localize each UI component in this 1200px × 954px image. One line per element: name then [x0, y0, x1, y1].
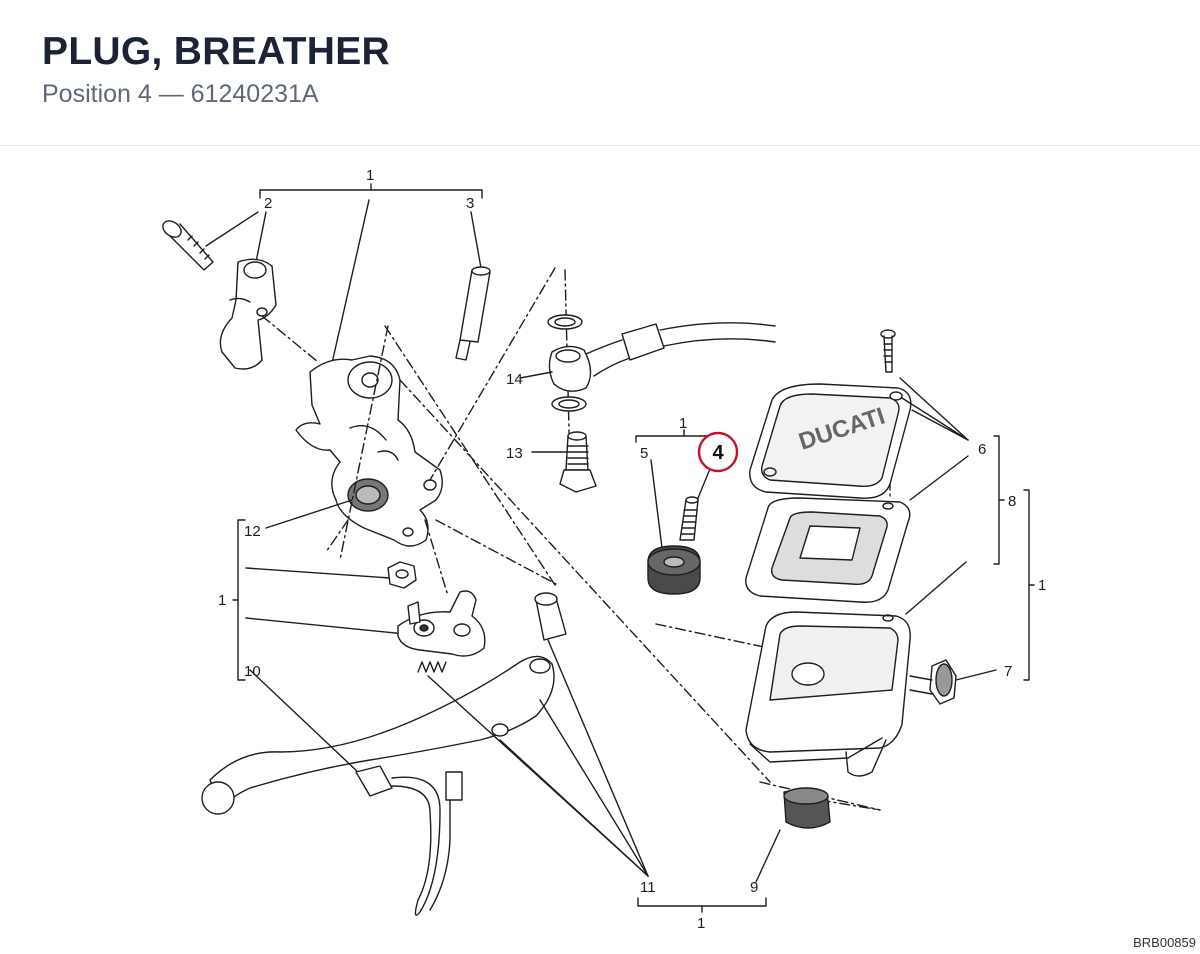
callout-1-top: 1 — [366, 167, 374, 184]
bracket-group-8 — [993, 435, 1005, 565]
page-header: PLUG, BREATHER Position 4 — 61240231A — [0, 0, 1200, 146]
part-brake-hose[interactable] — [585, 322, 776, 377]
part-reservoir-cover-6[interactable]: DUCATI — [749, 383, 912, 499]
callout-10: 10 — [244, 663, 261, 680]
highlight-callout-ring — [697, 431, 739, 473]
callout-12: 12 — [244, 523, 261, 540]
callout-5: 5 — [640, 445, 648, 462]
part-clamp-2[interactable] — [219, 258, 277, 370]
callout-7: 7 — [1004, 663, 1012, 680]
part-screw-6[interactable] — [880, 329, 896, 373]
bracket-group-right — [1023, 489, 1035, 681]
callout-11: 11 — [640, 879, 656, 896]
bracket-group-top — [259, 183, 483, 199]
callout-6: 6 — [978, 441, 986, 458]
callout-1-bottom: 1 — [697, 915, 705, 932]
callout-9: 9 — [750, 879, 758, 896]
callout-6-leaders — [899, 377, 969, 441]
page-title: PLUG, BREATHER — [42, 30, 390, 73]
bracket-group-left — [232, 519, 246, 681]
part-reservoir-body[interactable] — [745, 611, 911, 777]
part-lever-10[interactable] — [201, 655, 555, 815]
part-bolt-2[interactable] — [160, 218, 214, 271]
callout-labels: 1 2 3 14 13 12 1 10 11 1 9 5 1 6 8 1 7 4 — [218, 167, 1046, 932]
part-banjo-bolt-13[interactable] — [559, 431, 597, 493]
callout-1-plug: 1 — [679, 415, 687, 432]
callout-4-highlighted: 4 — [712, 442, 724, 464]
callout-2: 2 — [264, 195, 272, 212]
callout-1-right: 1 — [1038, 577, 1046, 594]
part-banjo-fitting-14[interactable] — [547, 314, 592, 412]
part-diaphragm[interactable] — [745, 497, 911, 603]
part-spring[interactable] — [417, 661, 447, 673]
part-master-cylinder-body[interactable] — [295, 355, 443, 547]
bracket-group-bottom — [637, 897, 767, 913]
part-grommet-5[interactable] — [647, 545, 701, 595]
part-breather-plug-4[interactable] — [679, 496, 699, 541]
part-lever-mechanism[interactable] — [397, 590, 486, 657]
part-fitting-7[interactable] — [909, 659, 957, 705]
reference-code: BRB00859 — [1133, 935, 1196, 950]
callout-14: 14 — [506, 371, 523, 388]
part-pin-3[interactable] — [455, 266, 491, 361]
callout-3: 3 — [466, 195, 474, 212]
part-brake-switch-cable[interactable] — [355, 765, 463, 916]
callout-13: 13 — [506, 445, 523, 462]
part-bushing[interactable] — [534, 592, 567, 641]
exploded-parts-diagram: DUCATI — [160, 167, 1046, 932]
page-subtitle: Position 4 — 61240231A — [42, 80, 319, 108]
part-nut[interactable] — [387, 561, 417, 589]
callout-8: 8 — [1008, 493, 1016, 510]
callout-1-left: 1 — [218, 592, 226, 609]
part-plug-9[interactable] — [783, 787, 831, 829]
